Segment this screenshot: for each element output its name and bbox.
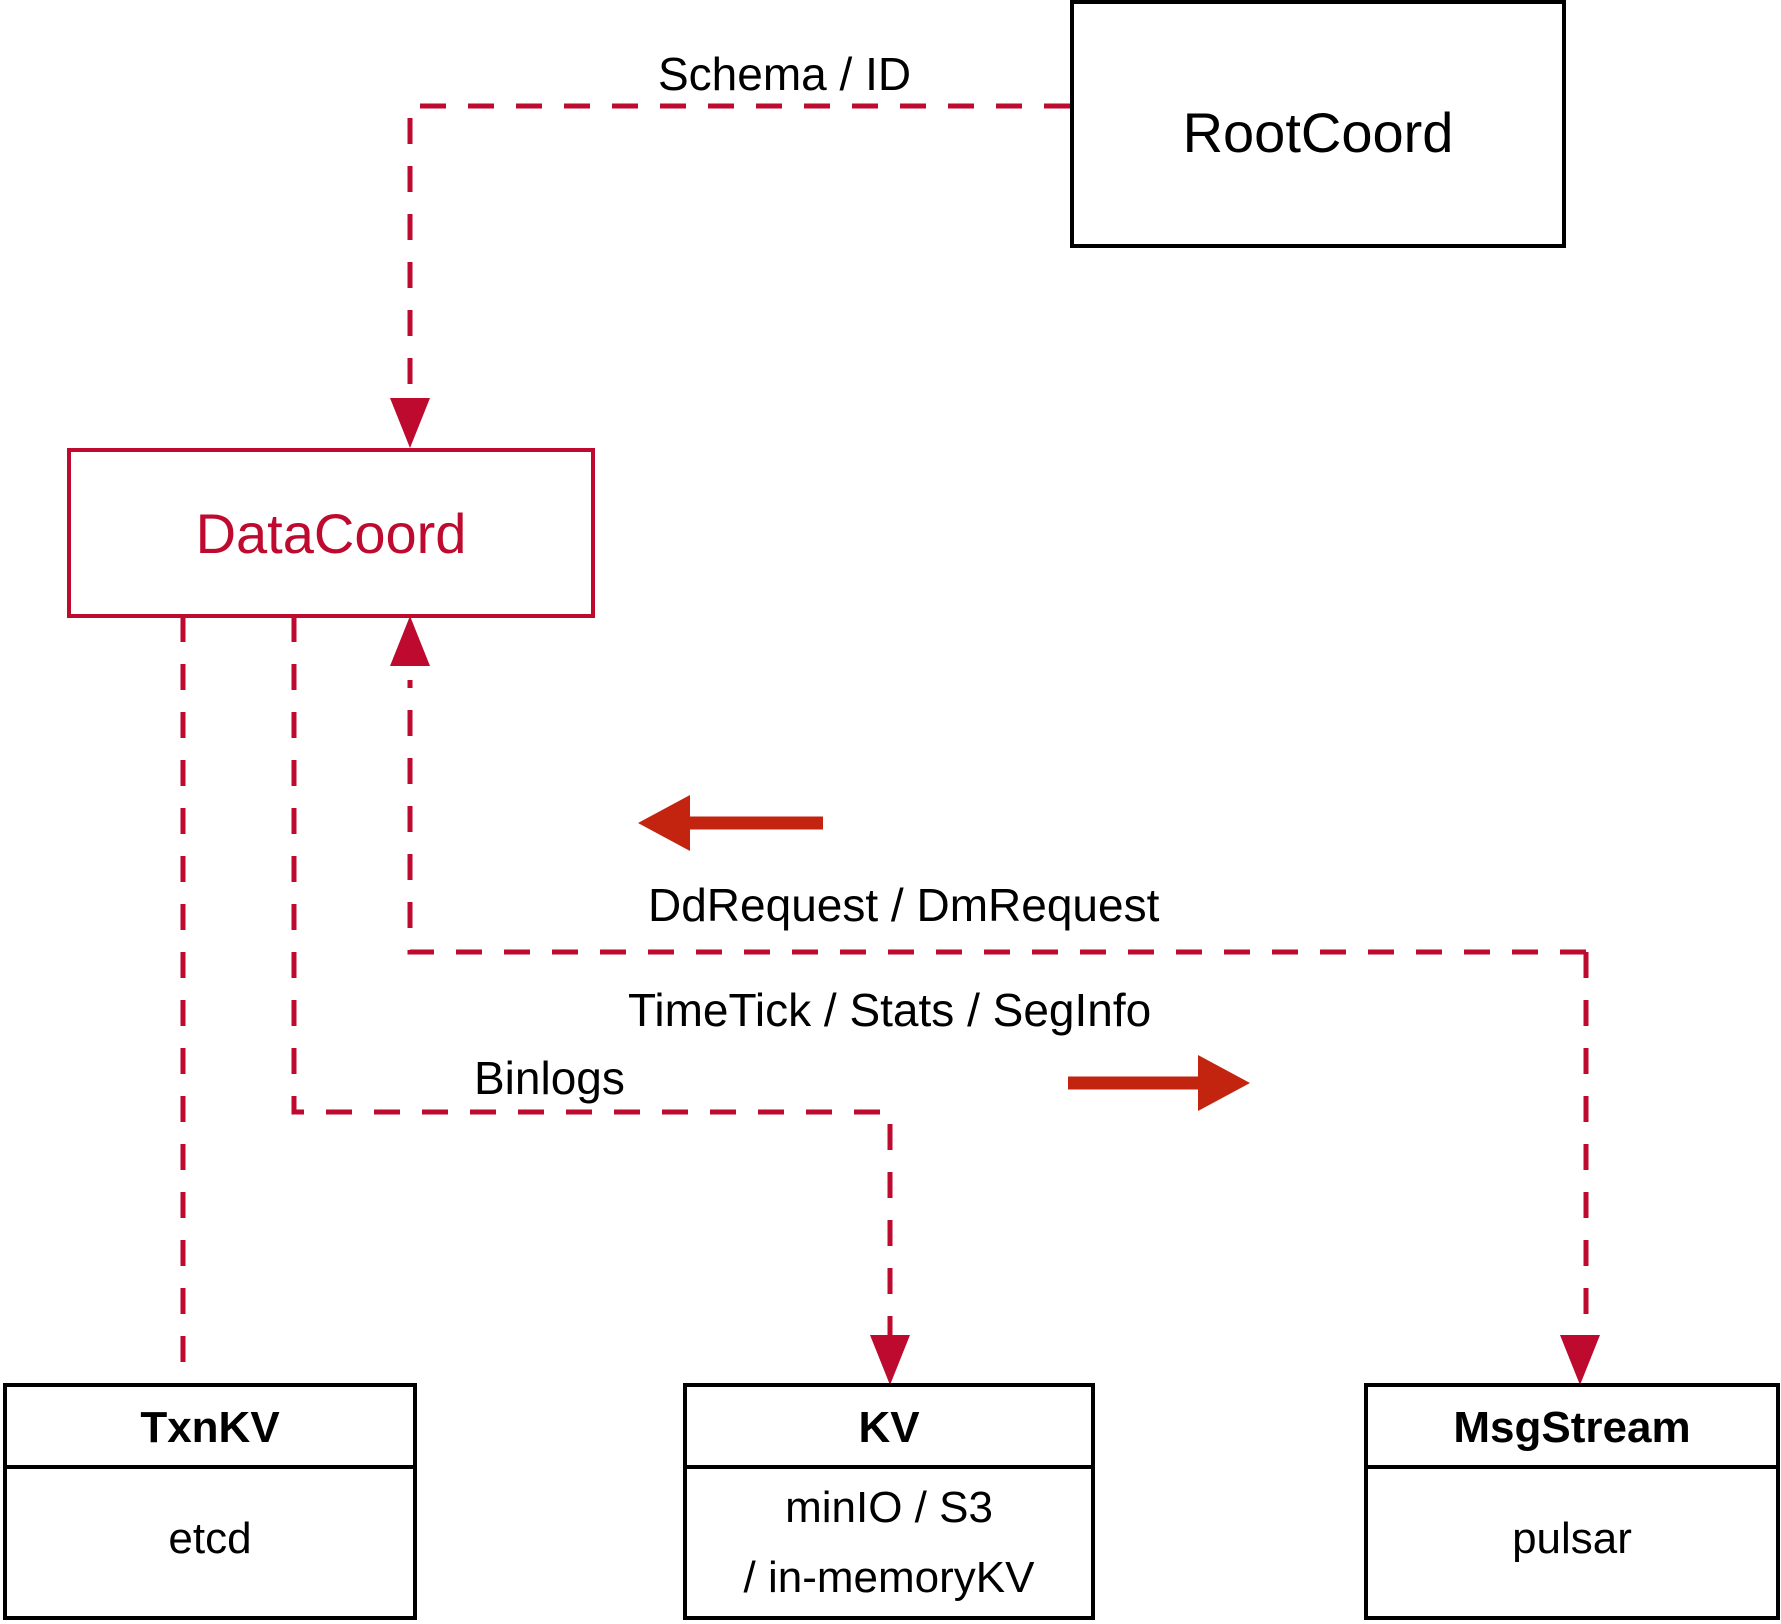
node-txnkv[interactable] <box>3 1383 417 1620</box>
arrowhead-msgstream <box>1560 1335 1600 1385</box>
node-txnkv-title: TxnKV <box>140 1403 280 1452</box>
arrowhead-binlogs <box>870 1335 910 1385</box>
node-msgstream[interactable] <box>1364 1383 1780 1620</box>
node-msgstream-title: MsgStream <box>1453 1403 1690 1452</box>
node-datacoord[interactable] <box>67 448 595 618</box>
arrowhead-schema-id <box>390 398 430 448</box>
node-txnkv-sub: etcd <box>168 1514 251 1563</box>
edge-label-timetick-stats-seginfo: TimeTick / Stats / SegInfo <box>628 984 1151 1036</box>
edge-label-binlogs: Binlogs <box>474 1052 625 1104</box>
connector-schema-id <box>407 103 1070 420</box>
node-kv[interactable] <box>683 1383 1095 1620</box>
node-kv-sub-line2: / in-memoryKV <box>744 1553 1036 1602</box>
edge-label-schema-id: Schema / ID <box>658 48 911 100</box>
edge-label-ddrequest-dmrequest: DdRequest / DmRequest <box>648 879 1160 931</box>
node-msgstream-sub: pulsar <box>1512 1514 1632 1563</box>
node-rootcoord[interactable] <box>1070 0 1566 248</box>
connector-binlogs <box>291 616 893 1352</box>
node-datacoord-label: DataCoord <box>196 502 467 565</box>
node-kv-sub-line1: minIO / S3 <box>785 1483 993 1532</box>
arrowhead-ddrequest-route <box>390 616 430 666</box>
arrow-timetick-head <box>1198 1055 1250 1111</box>
node-kv-title: KV <box>858 1403 920 1452</box>
arrow-ddrequest-head <box>638 795 690 851</box>
connector-ddrequest-route <box>407 680 1586 955</box>
node-rootcoord-label: RootCoord <box>1183 101 1454 164</box>
